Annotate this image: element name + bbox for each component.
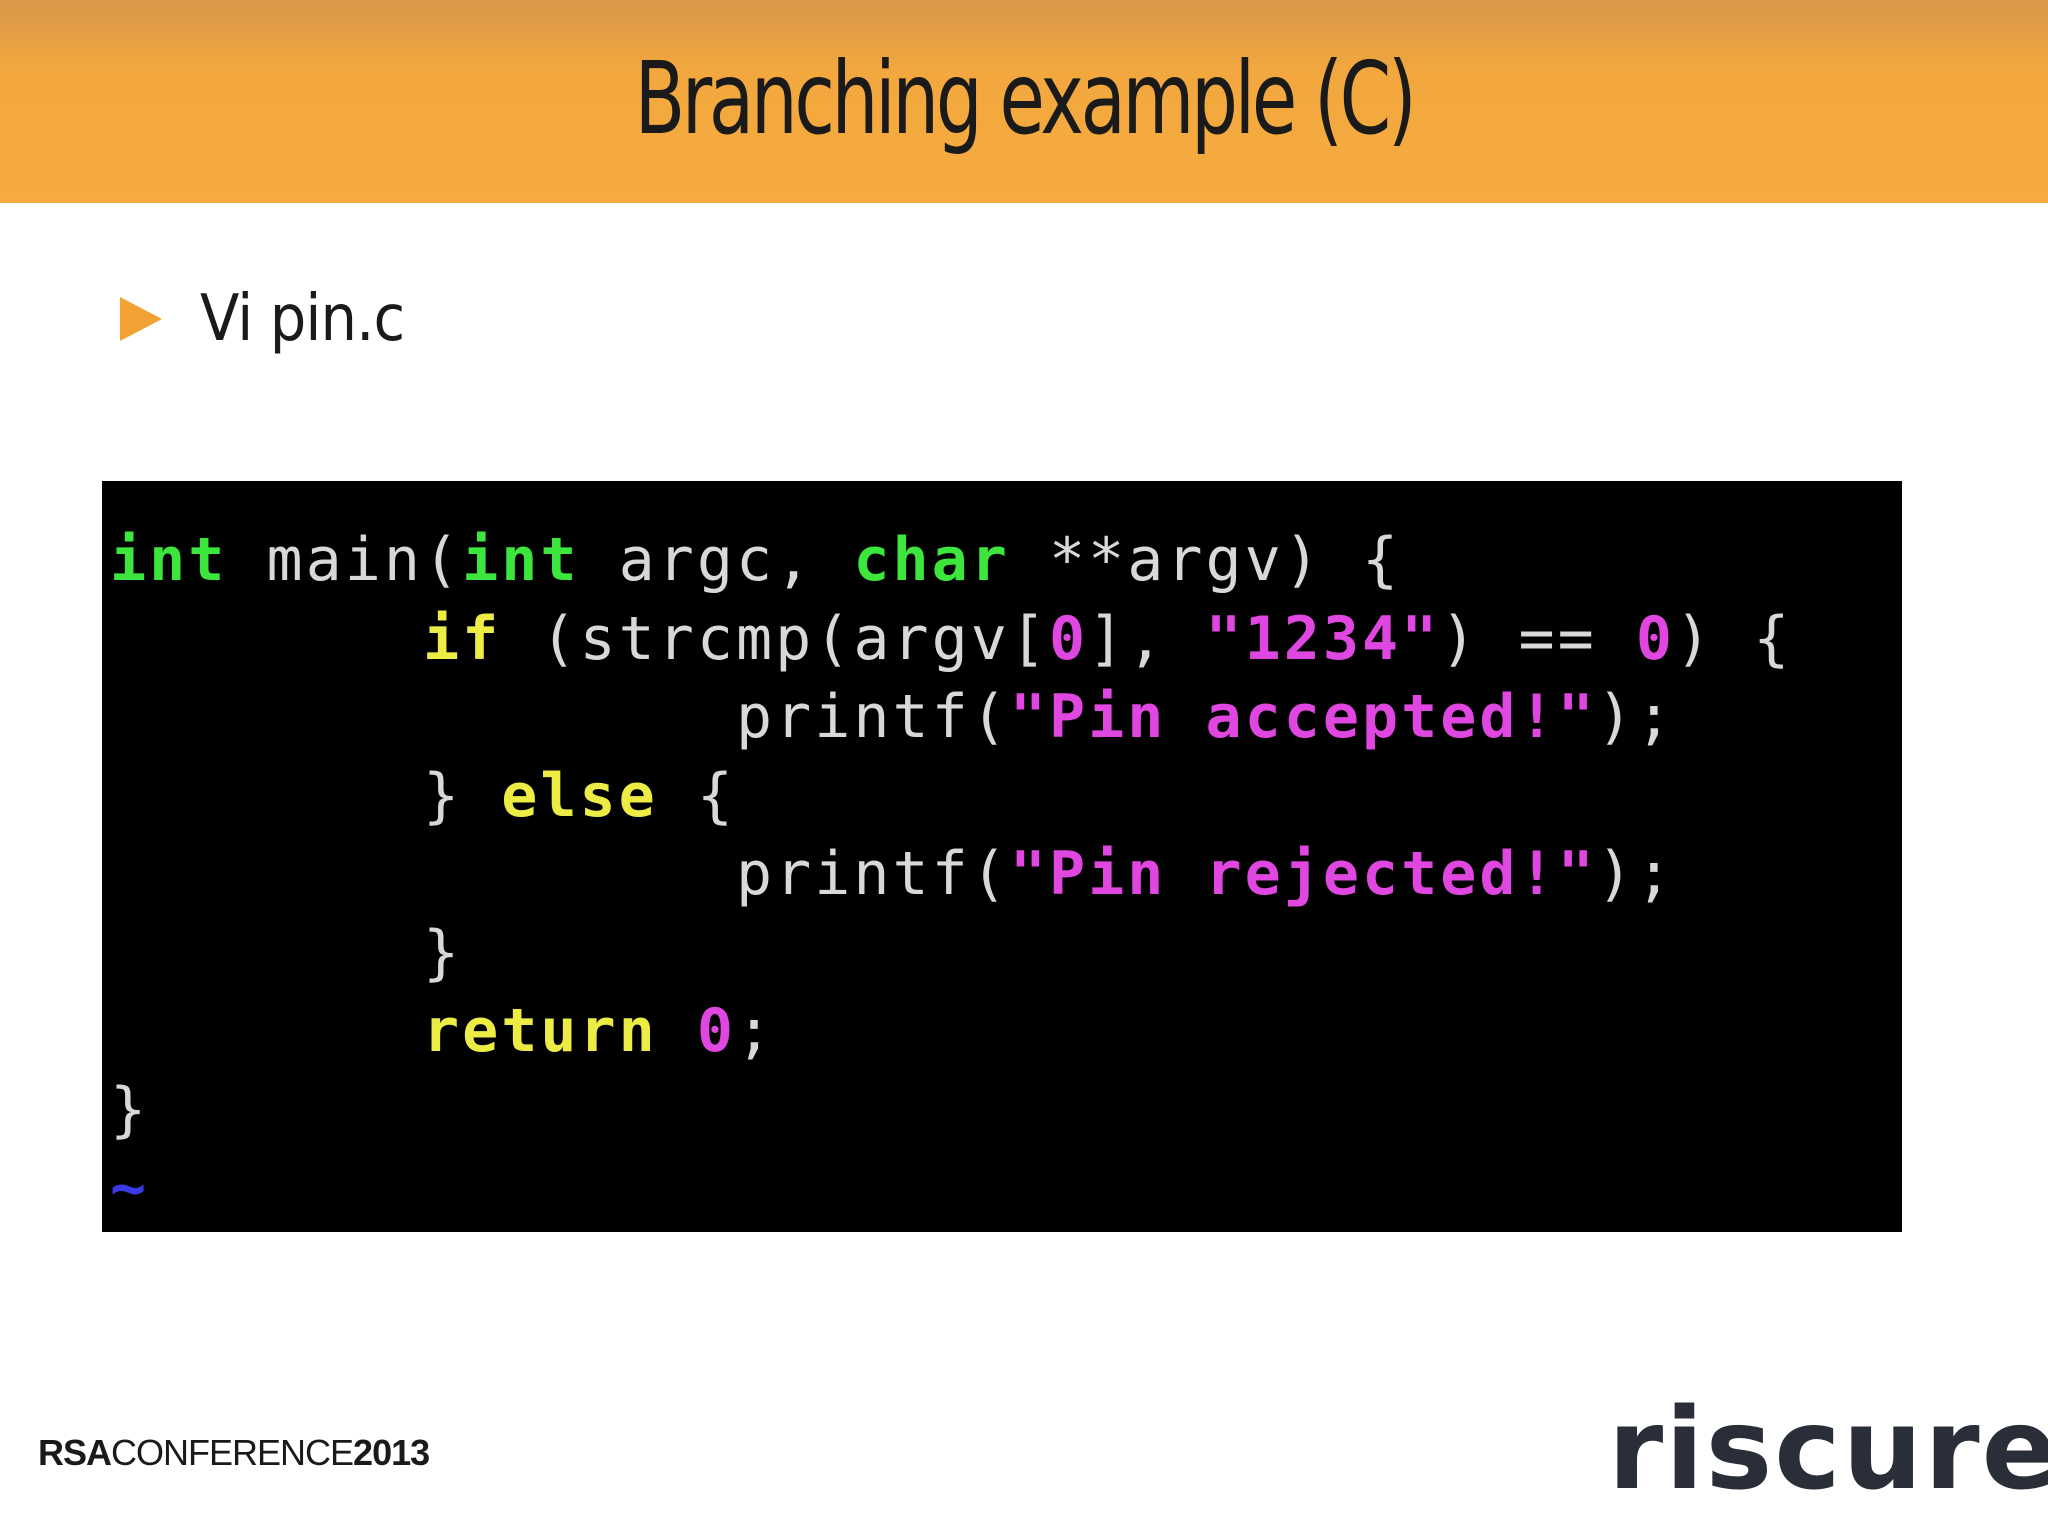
code-token: } bbox=[110, 917, 463, 988]
code-token: ) == bbox=[1440, 603, 1636, 674]
code-token: main( bbox=[227, 525, 463, 595]
code-token: ) { bbox=[1674, 603, 1793, 674]
rsa-logo-text: RSA bbox=[38, 1432, 112, 1473]
code-token bbox=[658, 996, 697, 1066]
terminal-screenshot: int main(int argc, char **argv) { if (st… bbox=[102, 481, 1902, 1232]
code-token: { bbox=[657, 760, 736, 831]
code-line: ~ bbox=[110, 1149, 1792, 1228]
code-line: return 0; bbox=[110, 992, 1792, 1071]
code-token: "Pin accepted!" bbox=[1009, 682, 1597, 752]
code-token: return bbox=[422, 996, 658, 1066]
code-token: } bbox=[110, 1074, 150, 1145]
code-token: argc, bbox=[579, 525, 854, 595]
code-token: **argv) { bbox=[1009, 525, 1402, 595]
code-token: ; bbox=[735, 996, 776, 1066]
code-token: else bbox=[501, 760, 658, 831]
conference-logo-text: CONFERENCE bbox=[111, 1432, 354, 1473]
rsa-conference-logo: RSACONFERENCE2013 bbox=[38, 1432, 430, 1474]
triangle-bullet-icon bbox=[120, 297, 162, 341]
code-token: "1234" bbox=[1205, 603, 1441, 674]
code-token: printf( bbox=[110, 682, 1010, 752]
code-line: if (strcmp(argv[0], "1234") == 0) { bbox=[110, 600, 1792, 679]
code-line: int main(int argc, char **argv) { bbox=[110, 521, 1792, 600]
code-line: } else { bbox=[110, 757, 1792, 836]
code-token: 0 bbox=[1048, 603, 1089, 674]
code-line: printf("Pin rejected!"); bbox=[110, 835, 1792, 914]
code-token: char bbox=[853, 525, 1010, 595]
bullet-item: Vi pin.c bbox=[120, 282, 427, 356]
code-token: if bbox=[422, 603, 502, 674]
code-line: } bbox=[110, 914, 1792, 993]
code-token: ~ bbox=[110, 1153, 150, 1223]
conference-year: 2013 bbox=[353, 1432, 430, 1473]
code-token: int bbox=[462, 525, 580, 595]
code-token: (strcmp(argv[ bbox=[501, 603, 1049, 674]
code-line: } bbox=[110, 1071, 1792, 1150]
code-token: int bbox=[110, 525, 228, 595]
slide-title: Branching example (C) bbox=[634, 40, 1417, 157]
code-token: ); bbox=[1596, 682, 1675, 752]
code-token: ], bbox=[1088, 603, 1206, 674]
code-line: printf("Pin accepted!"); bbox=[110, 678, 1792, 757]
code-token: } bbox=[110, 760, 502, 831]
code-token bbox=[110, 996, 423, 1066]
riscure-logo: riscure bbox=[1608, 1385, 2048, 1515]
code-token bbox=[110, 604, 423, 674]
code-token: "Pin rejected!" bbox=[1009, 839, 1597, 909]
bullet-text: Vi pin.c bbox=[200, 282, 405, 356]
code-token: printf( bbox=[110, 839, 1010, 909]
code-token: 0 bbox=[1635, 603, 1675, 674]
code-block: int main(int argc, char **argv) { if (st… bbox=[110, 521, 1792, 1228]
code-token: ); bbox=[1596, 839, 1675, 909]
title-bar: Branching example (C) bbox=[0, 0, 2048, 203]
code-token: 0 bbox=[696, 996, 736, 1066]
